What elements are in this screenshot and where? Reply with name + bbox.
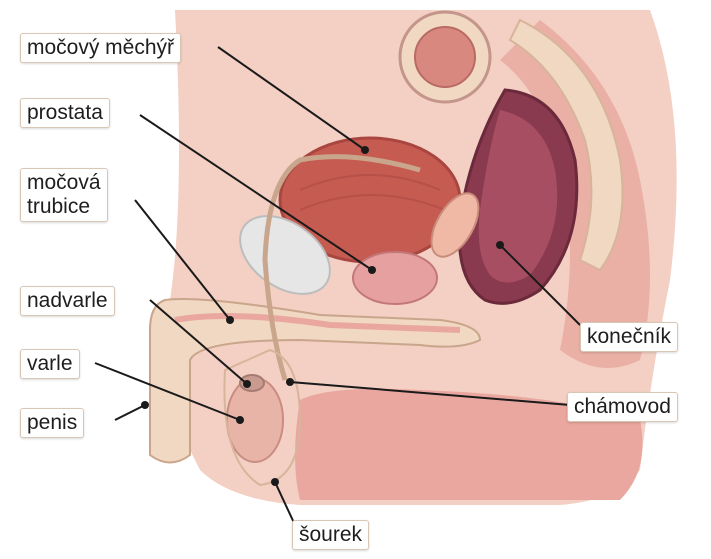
label-mocova-trubice: močová trubice [20,168,108,222]
prostate-shape [353,252,437,304]
label-mocova-trubice-line1: močová [27,171,101,195]
label-mocova-trubice-line2: trubice [27,195,101,219]
label-nadvarle: nadvarle [20,286,115,316]
label-chamovod: chámovod [567,392,678,422]
label-sourek: šourek [292,520,369,550]
label-konecnik: konečník [580,322,678,352]
label-penis: penis [20,408,84,438]
label-varle: varle [20,349,80,379]
label-prostata: prostata [20,98,110,128]
label-mocovy-mechyr: močový měchýř [20,33,181,63]
leader-penis [115,405,145,420]
